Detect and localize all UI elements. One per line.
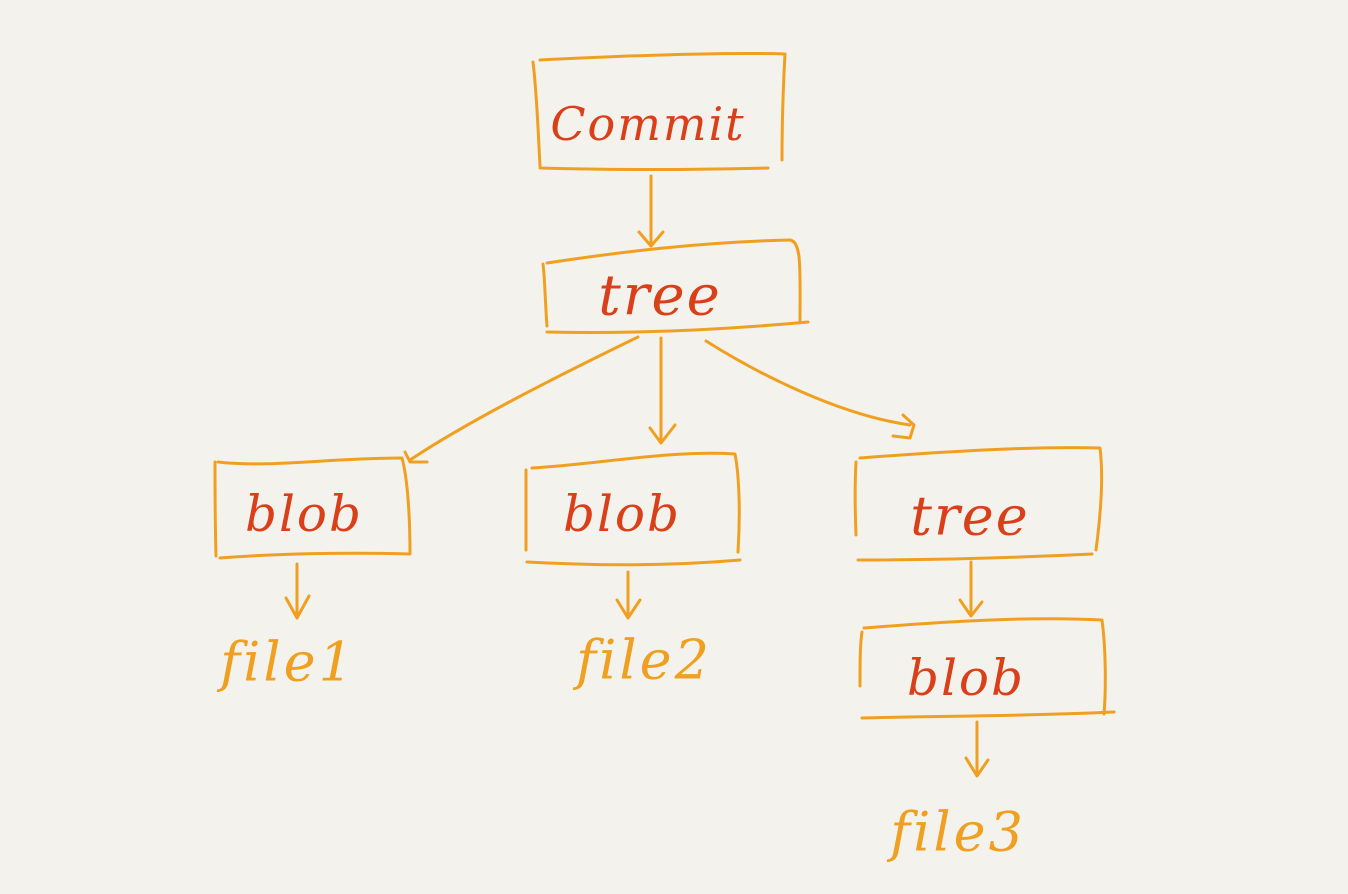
- blob-2-box: [524, 451, 742, 567]
- blob-3-to-file-3-arrow: [964, 720, 990, 778]
- commit-box: [531, 51, 787, 171]
- tree-to-blob-2-arrow: [648, 336, 677, 445]
- blob-2-label: blob: [563, 485, 681, 543]
- commit-to-tree-arrow: [637, 174, 665, 248]
- blob-3-box: [858, 617, 1116, 720]
- blob-2-to-file-2-arrow: [615, 570, 642, 620]
- subtree-to-blob-3-arrow: [958, 560, 984, 618]
- tree-to-blob-1-arrow: [403, 335, 640, 464]
- tree-root-label: tree: [598, 264, 722, 329]
- blob-1-label: blob: [245, 485, 363, 543]
- commit-label: Commit: [550, 97, 745, 151]
- tree-sub-label: tree: [910, 485, 1029, 548]
- blob-3-label: blob: [907, 649, 1025, 707]
- file-3-label: file3: [886, 801, 1026, 864]
- tree-to-subtree-arrow: [704, 339, 916, 440]
- file-1-label: file1: [216, 631, 356, 694]
- tree-sub-box: [853, 446, 1104, 562]
- blob-1-to-file-1-arrow: [284, 562, 311, 620]
- file-2-label: file2: [572, 629, 712, 692]
- tree-root-box: [541, 238, 810, 335]
- blob-1-box: [213, 456, 412, 560]
